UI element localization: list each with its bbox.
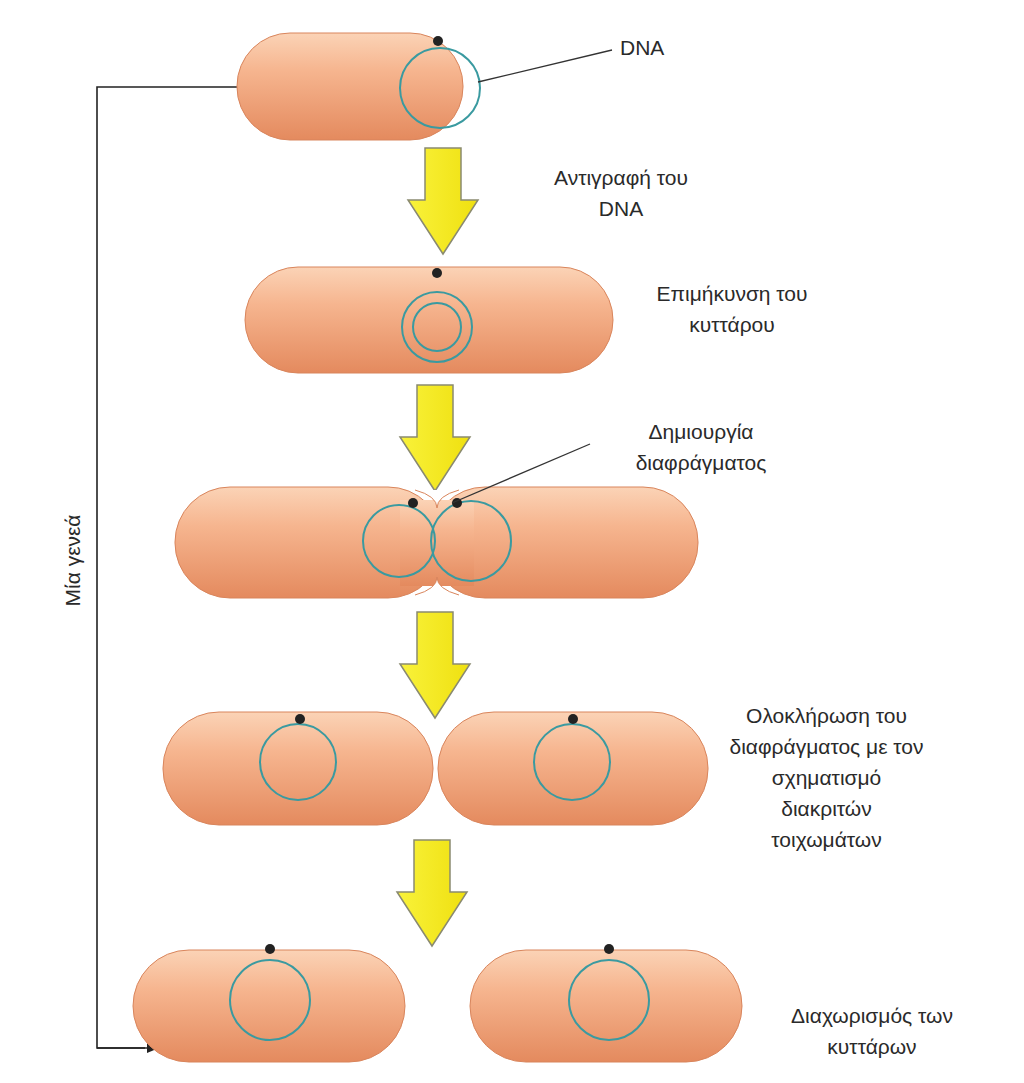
generation-bracket-arrow <box>97 1047 158 1049</box>
bacterium-cell <box>245 267 613 373</box>
step-arrow <box>397 840 467 946</box>
dna-label: DNA <box>620 32 740 63</box>
step-arrow <box>408 148 478 254</box>
dividing-cell <box>175 487 698 598</box>
bacterium-cell <box>237 33 480 140</box>
leader-line <box>478 50 612 82</box>
step-arrow <box>400 612 470 718</box>
step-label: Ολοκλήρωση του διαφράγματος με τον σχημα… <box>724 700 929 855</box>
step-label: Επιμήκυνση του κυττάρου <box>632 278 832 340</box>
step-label: Δημιουργία διαφράγματος <box>596 416 806 478</box>
step-label: Διαχωρισμός των κυττάρων <box>772 1000 972 1062</box>
step-arrow <box>400 385 470 491</box>
generation-label: Μία γενεά <box>57 514 88 606</box>
leader-line <box>452 444 590 503</box>
step-label: Αντιγραφή του DNA <box>546 162 696 224</box>
daughter-cells <box>163 712 708 825</box>
separated-cells <box>133 944 742 1062</box>
